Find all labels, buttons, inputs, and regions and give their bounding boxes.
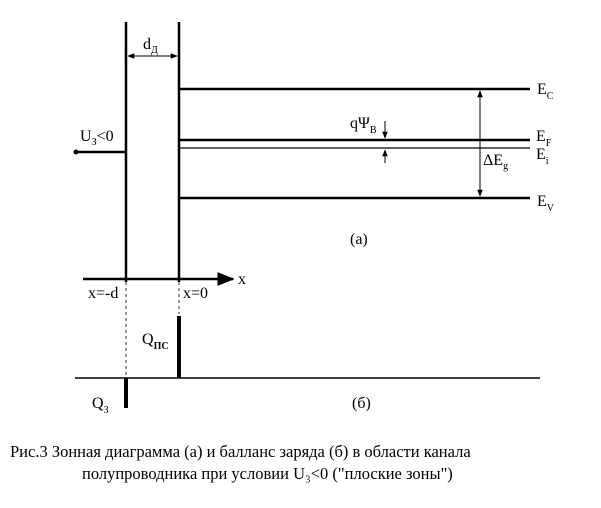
tick-label-right: x=0: [183, 285, 208, 302]
figure-caption-line-1: Рис.3 Зонная диаграмма (а) и балланс зар…: [10, 442, 471, 461]
gate-voltage-label: UЗ<0: [80, 128, 114, 148]
panel-a-label: (а): [350, 231, 368, 248]
thickness-label: dД: [143, 36, 158, 56]
band-gap-label: ΔEg: [483, 152, 508, 172]
surface-charge-label: QПС: [142, 331, 169, 352]
potential-label: qΨB: [350, 115, 377, 136]
x-axis-label: x: [238, 271, 246, 288]
level-label-ec: EC: [537, 81, 554, 102]
level-label-ev: EV: [537, 193, 555, 214]
level-label-ei: Ei: [536, 146, 549, 167]
level-label-ef: EF: [536, 128, 552, 149]
panel-b-label: (б): [352, 395, 371, 412]
figure-caption-line-2: полупроводника при условии U₃<0 ("плоски…: [82, 464, 453, 483]
gate-terminal-dot: [73, 149, 79, 155]
tick-label-left: x=-d: [88, 285, 118, 302]
gate-charge-label: QЗ: [92, 395, 109, 416]
